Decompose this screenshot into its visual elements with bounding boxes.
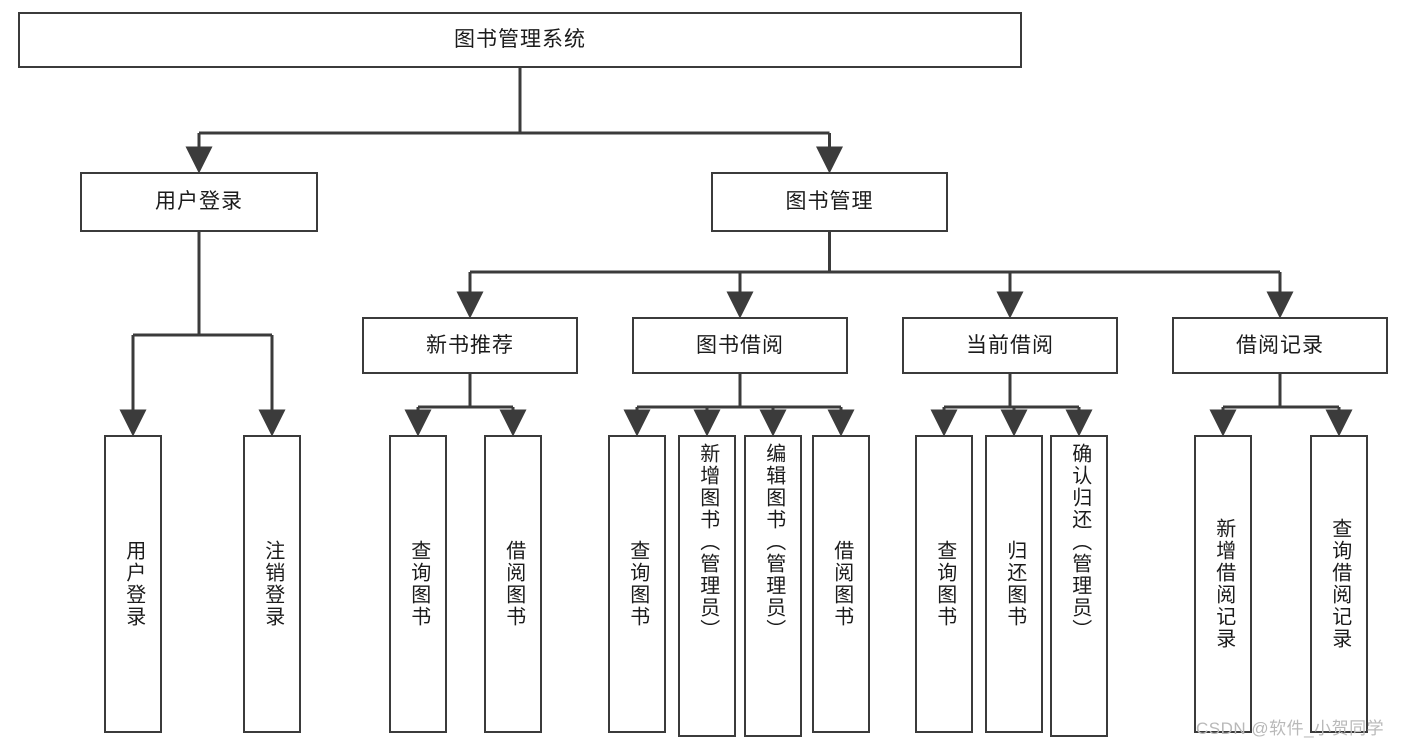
- node-label: 借阅图书: [830, 540, 853, 628]
- node-label: 新增借阅记录: [1212, 518, 1235, 650]
- level3-node-current-borrow[interactable]: 当前借阅: [902, 317, 1118, 374]
- leaf-node-leaf-borrow-book-1[interactable]: 借阅图书: [484, 435, 542, 733]
- leaf-node-leaf-query-book-2[interactable]: 查询图书: [608, 435, 666, 733]
- leaf-node-leaf-query-record[interactable]: 查询借阅记录: [1310, 435, 1368, 733]
- node-label: 图书管理: [785, 190, 874, 214]
- node-label: 当前借阅: [966, 333, 1054, 357]
- level3-node-book-borrow[interactable]: 图书借阅: [632, 317, 848, 374]
- node-label: 用户登录: [155, 190, 243, 214]
- node-label: 查询图书: [933, 540, 956, 628]
- root-node-root[interactable]: 图书管理系统: [18, 12, 1022, 68]
- node-label: 归还图书: [1003, 540, 1026, 628]
- node-label: 新书推荐: [426, 333, 514, 357]
- node-label: 图书借阅: [696, 333, 784, 357]
- node-label: 查询借阅记录: [1328, 518, 1351, 650]
- leaf-node-leaf-confirm-return[interactable]: 确认归还（管理员）: [1050, 435, 1108, 737]
- leaf-node-leaf-edit-book[interactable]: 编辑图书（管理员）: [744, 435, 802, 737]
- node-label: 借阅图书: [502, 540, 525, 628]
- leaf-node-leaf-query-book-1[interactable]: 查询图书: [389, 435, 447, 733]
- level3-node-borrow-record[interactable]: 借阅记录: [1172, 317, 1388, 374]
- leaf-node-leaf-add-record[interactable]: 新增借阅记录: [1194, 435, 1252, 733]
- node-label: 查询图书: [407, 540, 430, 628]
- node-label: 注销登录: [261, 540, 284, 628]
- leaf-node-leaf-user-login[interactable]: 用户登录: [104, 435, 162, 733]
- node-label: 借阅记录: [1236, 333, 1324, 357]
- leaf-node-leaf-user-logout[interactable]: 注销登录: [243, 435, 301, 733]
- node-label: 图书管理系统: [454, 28, 586, 52]
- level2-node-book-manage[interactable]: 图书管理: [711, 172, 948, 232]
- node-label: 用户登录: [122, 540, 145, 628]
- leaf-node-leaf-borrow-book-2[interactable]: 借阅图书: [812, 435, 870, 733]
- level3-node-new-book-recommend[interactable]: 新书推荐: [362, 317, 578, 374]
- node-label: 确认归还（管理员）: [1068, 443, 1091, 641]
- leaf-node-leaf-return-book[interactable]: 归还图书: [985, 435, 1043, 733]
- csdn-watermark: CSDN @软件_小贺同学: [1196, 719, 1385, 738]
- leaf-node-leaf-add-book[interactable]: 新增图书（管理员）: [678, 435, 736, 737]
- node-label: 新增图书（管理员）: [696, 443, 719, 641]
- leaf-node-leaf-query-book-3[interactable]: 查询图书: [915, 435, 973, 733]
- node-label: 查询图书: [626, 540, 649, 628]
- level2-node-user-login[interactable]: 用户登录: [80, 172, 318, 232]
- node-label: 编辑图书（管理员）: [762, 443, 785, 641]
